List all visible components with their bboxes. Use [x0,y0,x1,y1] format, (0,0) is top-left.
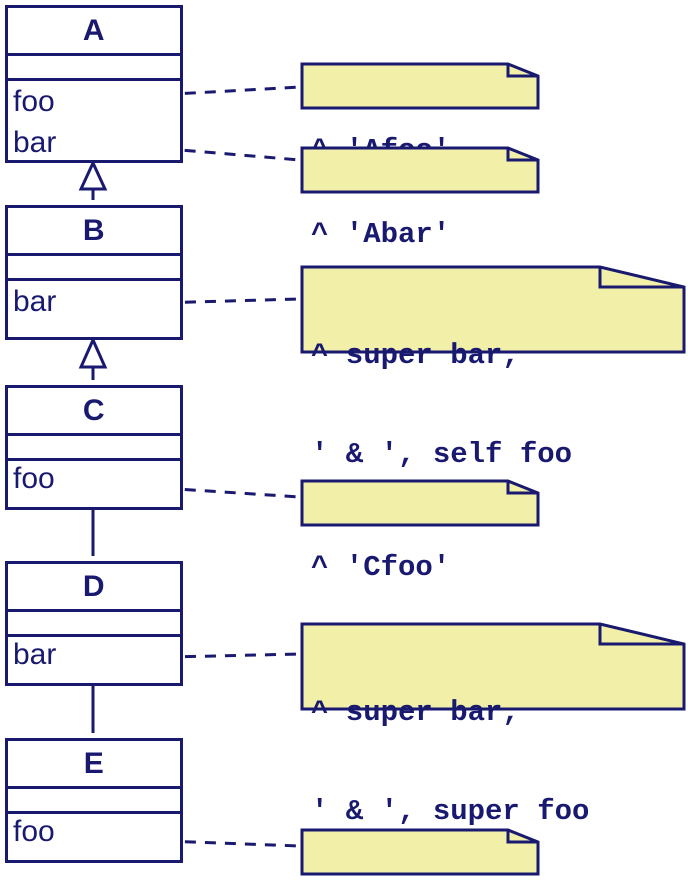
class-operation-compartment-c: foo [8,461,180,504]
operation-b-bar[interactable]: bar [13,285,57,318]
note-b-bar-text: ^ super bar, ' & ', self foo [311,273,572,537]
note-d-bar[interactable]: ^ super bar, ' & ', super foo [300,622,686,828]
note-fold-icon [598,267,684,289]
operation-a-foo[interactable]: foo [13,85,55,118]
class-attribute-compartment-d [8,612,180,637]
class-name-b: B [82,213,106,247]
class-name-c: C [82,393,106,427]
class-attribute-compartment-e [8,789,180,814]
class-box-e[interactable]: E foo [5,738,183,863]
note-fold-icon [598,624,684,646]
operation-d-bar[interactable]: bar [13,638,57,671]
note-line: ' & ', super foo [311,795,590,828]
note-c-foo-text: ^ 'Cfoo' [311,485,450,650]
class-name-compartment-e: E [8,741,180,789]
note-a-bar-text: ^ 'Abar' [311,152,450,317]
class-name-d: D [82,569,106,603]
note-fold-icon [506,481,538,495]
class-box-a[interactable]: A foo bar [5,5,183,163]
note-body [300,265,686,354]
operation-c-foo[interactable]: foo [13,462,55,495]
class-name-e: E [83,746,105,780]
note-body [300,828,540,876]
class-box-c[interactable]: C foo [5,385,183,510]
note-body [300,62,540,110]
note-fold-icon [506,64,538,78]
note-line: ^ 'Cfoo' [311,551,451,584]
class-attribute-compartment-c [8,436,180,461]
generalization-c-b [78,336,108,380]
note-line: ' & ', self foo [311,438,573,471]
class-operation-compartment-a: foo bar [8,81,180,158]
class-operation-compartment-b: bar [8,281,180,334]
class-name-compartment-c: C [8,388,180,436]
class-box-d[interactable]: D bar [5,561,183,686]
class-name-compartment-a: A [8,8,180,56]
note-fold-icon [506,830,538,844]
class-name-compartment-d: D [8,564,180,612]
anchor-d-bar [84,652,301,661]
note-b-bar[interactable]: ^ super bar, ' & ', self foo [300,265,686,471]
note-fold-icon [506,148,538,162]
anchor-e-foo [84,836,301,848]
note-line: ^ 'Abar' [311,218,451,251]
operation-e-foo[interactable]: foo [13,815,55,848]
note-body [300,479,540,527]
class-attribute-compartment-b [8,256,180,281]
class-operation-compartment-e: foo [8,814,180,857]
class-box-b[interactable]: B bar [5,205,183,340]
operation-a-bar[interactable]: bar [13,126,57,159]
note-line: ^ super bar, [311,696,520,729]
anchor-b-bar [84,297,301,307]
class-attribute-compartment-a [8,56,180,81]
note-body [300,622,686,711]
note-line: ^ super bar, [311,339,520,372]
anchor-c-foo [84,481,301,499]
class-operation-compartment-d: bar [8,637,180,680]
note-body [300,146,540,194]
generalization-b-a [78,159,108,200]
anchor-a-foo [84,85,301,101]
class-name-a: A [82,13,106,47]
note-a-bar[interactable]: ^ 'Abar' [300,146,540,251]
class-name-compartment-b: B [8,208,180,256]
anchor-a-bar [84,140,301,162]
note-c-foo[interactable]: ^ 'Cfoo' [300,479,540,584]
note-d-bar-text: ^ super bar, ' & ', super foo [311,630,589,880]
